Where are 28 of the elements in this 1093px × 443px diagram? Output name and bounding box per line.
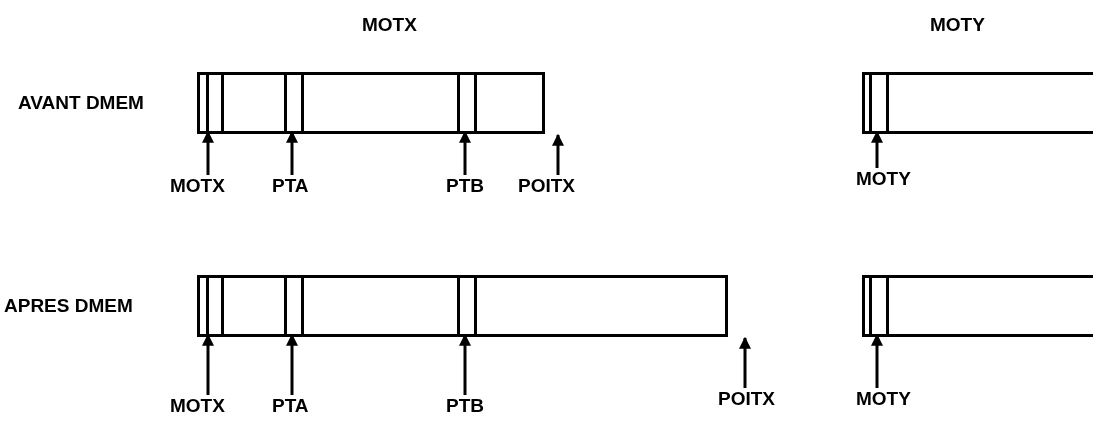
pointer-label: PTB [446,175,484,197]
memory-bar [862,72,1093,134]
memory-title: MOTY [930,14,985,36]
arrow [552,133,564,175]
row-label: AVANT DMEM [18,92,144,114]
memory-slot [206,278,224,334]
memory-title: MOTX [362,14,417,36]
pointer-label: POITX [718,388,775,410]
memory-slot [869,278,889,334]
pointer-label: PTB [446,395,484,417]
pointer-label: POITX [518,175,575,197]
memory-bar [197,275,728,337]
pointer-label: MOTY [856,388,911,410]
memory-slot [869,75,889,131]
pointer-label: MOTX [170,175,225,197]
memory-slot [284,75,304,131]
memory-slot [206,75,224,131]
memory-bar [862,275,1093,337]
memory-slot [284,278,304,334]
memory-slot [457,278,477,334]
memory-bar [197,72,545,134]
pointer-label: MOTY [856,168,911,190]
memory-slot [457,75,477,131]
pointer-label: PTA [272,395,309,417]
arrow [739,336,751,388]
pointer-label: PTA [272,175,309,197]
row-label: APRES DMEM [4,295,133,317]
pointer-label: MOTX [170,395,225,417]
